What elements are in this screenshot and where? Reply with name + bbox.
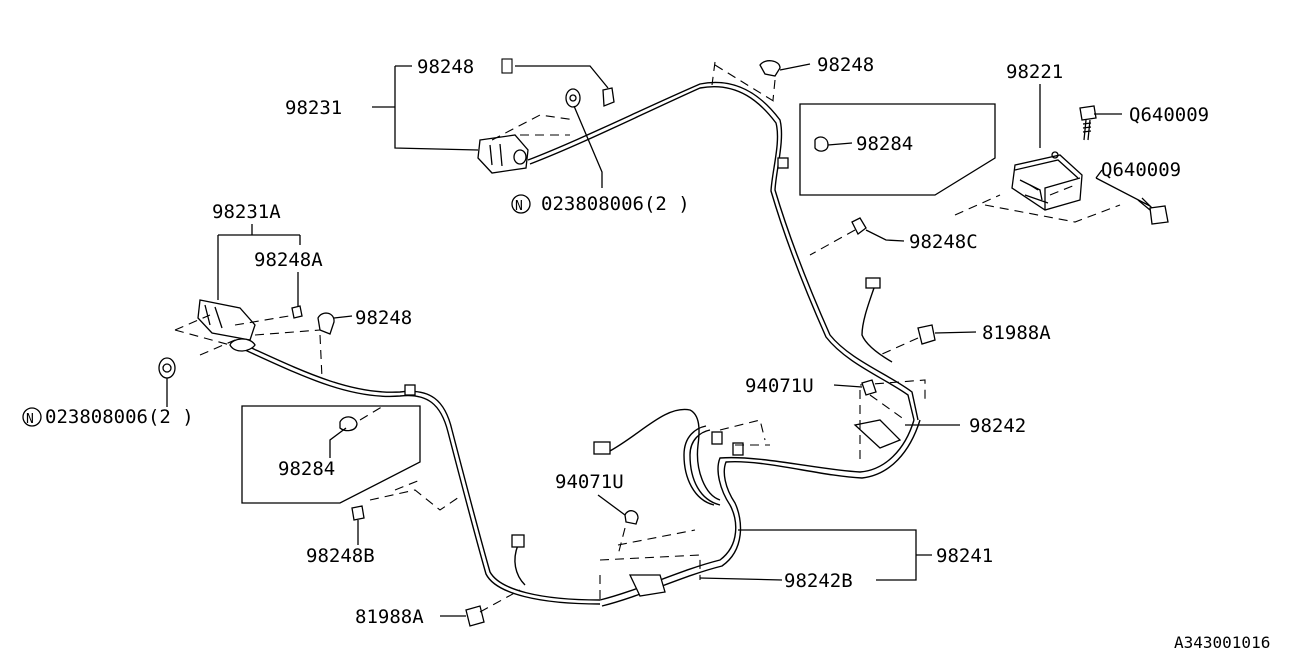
label-98242b: 98242B [784, 570, 853, 592]
label-98248-mid: 98248 [355, 307, 412, 329]
label-n-left-symbol: N [26, 412, 34, 427]
switch-98231a [158, 299, 335, 379]
label-98248-top-left-box [501, 58, 513, 74]
label-98231: 98231 [285, 97, 342, 119]
module-98221 [954, 105, 1169, 225]
clip-98284-top [814, 136, 829, 152]
labels: 98248 98231 N 023808006(2 ) 98248 98284 … [26, 54, 1270, 652]
label-98284-left: 98284 [278, 458, 335, 480]
clip-98284-left [339, 416, 358, 432]
clip-81988a-right [917, 324, 936, 345]
label-81988a-bottom: 81988A [355, 606, 424, 628]
leader-lines [166, 63, 1151, 617]
clip-98248b [351, 505, 365, 521]
n-symbol-left [22, 407, 42, 427]
label-023808006-left: 023808006(2 ) [45, 406, 194, 428]
clip-81988a-bottom [465, 605, 485, 627]
label-98242: 98242 [969, 415, 1026, 437]
label-98231a: 98231A [212, 201, 281, 223]
label-98241: 98241 [936, 545, 993, 567]
label-n-top-symbol: N [515, 199, 523, 214]
clip-98248c [851, 217, 867, 235]
n-symbol-top [511, 194, 531, 214]
label-98284-top: 98284 [856, 133, 913, 155]
clip-94071u-right [861, 379, 877, 396]
label-94071u-left: 94071U [555, 471, 624, 493]
label-023808006-top: 023808006(2 ) [541, 193, 690, 215]
box-98284-left [241, 405, 421, 504]
diagram-code: A343001016 [1174, 633, 1270, 652]
label-98248a: 98248A [254, 249, 323, 271]
label-98248c: 98248C [909, 231, 978, 253]
label-81988a-right: 81988A [982, 322, 1051, 344]
clip-98248-top [759, 60, 781, 77]
label-98221: 98221 [1006, 61, 1063, 83]
label-q640009-a: Q640009 [1129, 104, 1209, 126]
label-98248b: 98248B [306, 545, 375, 567]
label-98248-top-left: 98248 [417, 56, 474, 78]
label-q640009-b: Q640009 [1101, 159, 1181, 181]
label-98248-top-right: 98248 [817, 54, 874, 76]
label-94071u-right: 94071U [745, 375, 814, 397]
box-98284-top [799, 103, 996, 196]
clip-94071u-left [624, 510, 639, 525]
wiring-harness [244, 81, 921, 607]
switch-98231 [477, 87, 615, 174]
